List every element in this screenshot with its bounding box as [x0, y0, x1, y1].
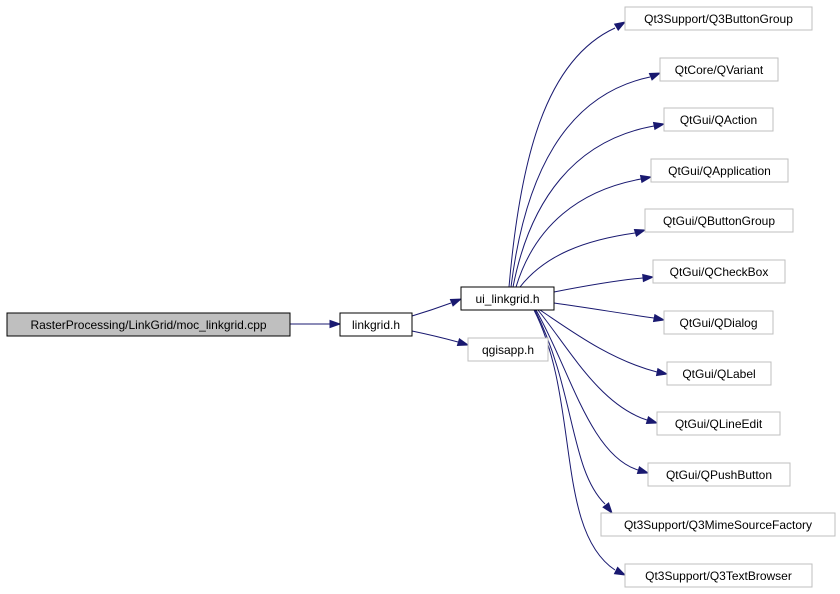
node-label: QtGui/QLineEdit: [675, 417, 763, 431]
edge-ui-qcheckbox-arrowhead: [642, 273, 655, 283]
node-qvariant[interactable]: QtCore/QVariant: [659, 57, 779, 82]
node-box: [624, 563, 813, 588]
edge-source-linkgrid-arrowhead: [329, 319, 342, 329]
node-box: [647, 462, 791, 487]
node-label: Qt3Support/Q3TextBrowser: [645, 569, 792, 583]
node-label: QtGui/QAction: [680, 113, 757, 127]
node-label: QtCore/QVariant: [675, 63, 764, 77]
node-qaction[interactable]: QtGui/QAction: [663, 107, 774, 132]
node-label: RasterProcessing/LinkGrid/moc_linkgrid.c…: [30, 318, 266, 332]
edge-ui-q3buttongroup: [508, 27, 616, 288]
node-label: QtGui/QDialog: [679, 316, 757, 330]
node-qlabel[interactable]: QtGui/QLabel: [666, 361, 772, 386]
edge-ui-qbuttongroup-arrowhead: [633, 228, 647, 238]
node-qcheckbox[interactable]: QtGui/QCheckBox: [652, 259, 786, 284]
node-label: QtGui/QPushButton: [666, 468, 772, 482]
edge-linkgrid-qgisapp: [411, 330, 459, 343]
arrowheads: [329, 21, 669, 576]
edge-ui-qlabel: [539, 309, 658, 373]
node-box: [339, 312, 413, 337]
node-label: QtGui/QButtonGroup: [663, 214, 775, 228]
node-label: ui_linkgrid.h: [475, 292, 539, 306]
node-box: [460, 286, 555, 311]
node-box: [666, 361, 772, 386]
edge-ui-qlabel-arrowhead: [655, 367, 669, 377]
node-label: QtGui/QLabel: [682, 367, 755, 381]
edge-ui-qcheckbox: [553, 277, 644, 293]
node-qpushbutton[interactable]: QtGui/QPushButton: [647, 462, 791, 487]
node-label: QtGui/QApplication: [668, 164, 771, 178]
node-moc-linkgrid-cpp[interactable]: RasterProcessing/LinkGrid/moc_linkgrid.c…: [6, 312, 291, 337]
edge-ui-qdialog: [553, 302, 655, 319]
edge-ui-qpushbutton-arrowhead: [636, 465, 650, 475]
node-box: [659, 57, 779, 82]
node-box: [624, 6, 813, 31]
node-ui-linkgrid-h[interactable]: ui_linkgrid.h: [460, 286, 555, 311]
node-label: Qt3Support/Q3ButtonGroup: [644, 12, 793, 26]
edge-ui-qaction: [512, 125, 655, 288]
node-qapplication[interactable]: QtGui/QApplication: [650, 158, 789, 183]
node-box: [644, 208, 794, 233]
edge-ui-qlineedit-arrowhead: [645, 415, 659, 425]
node-box: [656, 411, 781, 436]
node-label: QtGui/QCheckBox: [670, 265, 769, 279]
edges: [290, 27, 658, 571]
node-box: [650, 158, 789, 183]
edge-ui-qbuttongroup: [519, 232, 636, 288]
edge-ui-q3buttongroup-arrowhead: [613, 21, 627, 32]
node-qbuttongroup[interactable]: QtGui/QButtonGroup: [644, 208, 794, 233]
node-q3mimesourcefactory[interactable]: Qt3Support/Q3MimeSourceFactory: [600, 512, 836, 537]
edge-ui-qdialog-arrowhead: [652, 313, 666, 323]
edge-ui-qapplication: [515, 178, 642, 288]
node-box: [600, 512, 836, 537]
edge-linkgrid-ui: [411, 302, 452, 317]
node-qlineedit[interactable]: QtGui/QLineEdit: [656, 411, 781, 436]
node-q3textbrowser[interactable]: Qt3Support/Q3TextBrowser: [624, 563, 813, 588]
edge-ui-qlineedit: [537, 309, 648, 421]
edge-ui-qaction-arrowhead: [652, 121, 666, 131]
node-label: qgisapp.h: [482, 343, 534, 357]
edge-ui-q3mimesourcefactory-arrowhead: [602, 502, 613, 515]
edge-ui-q3textbrowser: [533, 309, 616, 571]
node-linkgrid-h[interactable]: linkgrid.h: [339, 312, 413, 337]
node-label: Qt3Support/Q3MimeSourceFactory: [624, 518, 812, 532]
node-qgisapp-h[interactable]: qgisapp.h: [467, 337, 549, 362]
node-q3buttongroup[interactable]: Qt3Support/Q3ButtonGroup: [624, 6, 813, 31]
edge-linkgrid-qgisapp-arrowhead: [456, 337, 470, 347]
edge-ui-q3textbrowser-arrowhead: [613, 566, 627, 576]
node-box: [467, 337, 549, 362]
edge-ui-qapplication-arrowhead: [639, 174, 653, 184]
edge-ui-qvariant-arrowhead: [648, 72, 662, 81]
edge-linkgrid-ui-arrowhead: [449, 298, 463, 307]
node-box: [6, 312, 291, 337]
node-label: linkgrid.h: [352, 318, 400, 332]
node-box: [663, 310, 774, 335]
node-box: [663, 107, 774, 132]
edge-ui-qpushbutton: [535, 309, 639, 471]
edge-ui-qvariant: [510, 76, 651, 288]
node-box: [652, 259, 786, 284]
node-qdialog[interactable]: QtGui/QDialog: [663, 310, 774, 335]
